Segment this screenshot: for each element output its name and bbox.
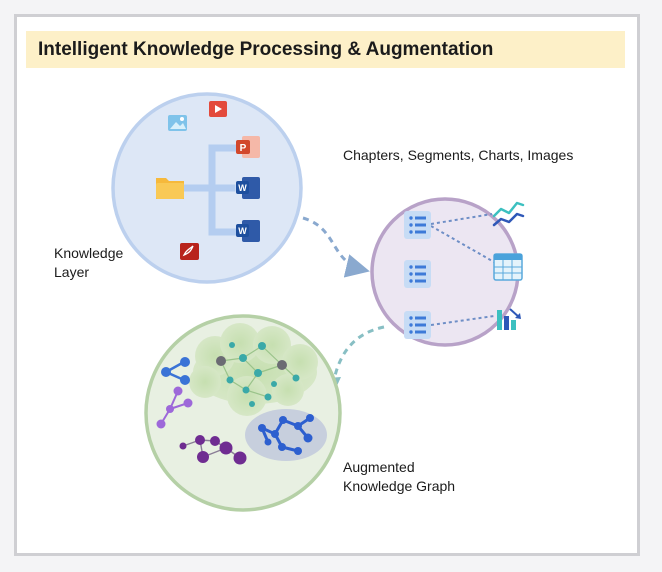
document-segment-icon: [404, 260, 431, 288]
svg-text:P: P: [240, 143, 247, 154]
document-segment-icon: [404, 211, 431, 239]
powerpoint-file-icon: P: [236, 136, 260, 158]
augmented-graph-label-line-1: Augmented: [343, 459, 415, 475]
folder-icon: [156, 178, 184, 199]
svg-text:W: W: [238, 226, 247, 236]
table-icon: [493, 253, 523, 281]
graph-cluster-icon: [245, 409, 327, 461]
file-tree-connector: [182, 144, 238, 236]
diagram-frame: [14, 14, 640, 556]
graph-cluster-icon: [161, 357, 190, 385]
segment-links: [430, 213, 495, 326]
video-file-icon: [209, 101, 227, 117]
diagram-title: Intelligent Knowledge Processing & Augme…: [26, 31, 625, 68]
image-file-icon: [168, 115, 187, 131]
knowledge-layer-label-line-1: Knowledge: [54, 245, 124, 261]
augmented-graph-label: Augmented Knowledge Graph: [343, 458, 455, 496]
graph-cluster-icon: [189, 323, 318, 416]
knowledge-to-segments-connector: [302, 216, 370, 278]
svg-text:W: W: [238, 183, 247, 193]
segments-to-graph-connector: [328, 325, 385, 388]
line-chart-icon: [492, 201, 525, 227]
word-file-icon: W: [236, 220, 260, 242]
pdf-file-icon: [180, 243, 199, 260]
bar-chart-icon: [497, 308, 521, 330]
segments-label: Chapters, Segments, Charts, Images: [343, 147, 574, 163]
word-file-icon: W: [236, 177, 260, 199]
knowledge-layer-label: Knowledge Layer: [54, 244, 123, 282]
knowledge-layer-label-line-2: Layer: [54, 264, 90, 280]
graph-cluster-icon: [156, 386, 193, 429]
graph-cluster-icon: [179, 435, 247, 465]
augmented-graph-label-line-2: Knowledge Graph: [343, 478, 456, 494]
document-segment-icon: [404, 311, 431, 339]
